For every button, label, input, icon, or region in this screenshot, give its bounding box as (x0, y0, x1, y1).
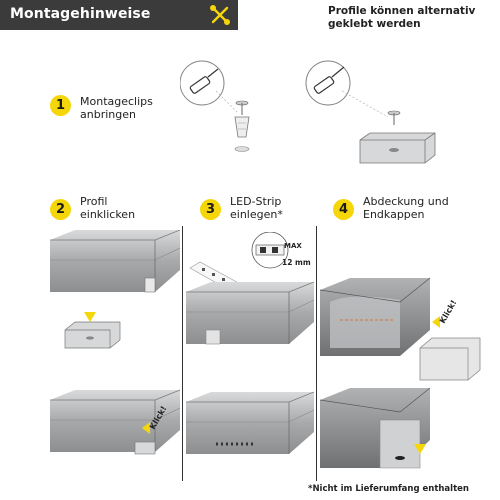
step-4-illustration: Klick! (320, 277, 481, 469)
column-divider-right (316, 226, 317, 481)
aluminium-profile-with-cover (320, 277, 431, 356)
max-label: MAX (284, 242, 302, 250)
klick-indicator-step-4: Klick! (432, 298, 458, 328)
aluminium-profile-strip-inserted (186, 391, 314, 454)
step-4-label: Abdeckung und Endkappen (363, 195, 449, 221)
step-1-label: Montageclips anbringen (80, 95, 153, 121)
adhesive-alternative-illustration (305, 60, 436, 164)
alternative-note-line1: Profile können alternativ (328, 5, 476, 17)
drill-hole (234, 146, 250, 152)
header-title: Montagehinweise (10, 6, 151, 22)
down-arrow-icon-finished (414, 444, 426, 454)
step-3-badge: 3 (200, 199, 221, 220)
step-1-badge: 1 (50, 95, 71, 116)
tools-icon (210, 5, 230, 25)
aluminium-profile-with-strip (186, 281, 314, 345)
aluminium-profile-bottom (50, 389, 180, 455)
max-size-label: 12 mm (282, 258, 311, 267)
step-4-label-line2: Endkappen (363, 208, 425, 221)
aluminium-profile-top (50, 230, 180, 293)
screw-icon (235, 100, 249, 115)
step-2-badge: 2 (50, 199, 71, 220)
footnote: *Nicht im Lieferumfang enthalten (308, 484, 469, 494)
led-strip-magnifier: MAX 12 mm (251, 232, 311, 269)
screwdriver-circle (180, 60, 225, 106)
step-3-illustration: MAX 12 mm (186, 232, 314, 454)
alternative-note-line2: geklebt werden (328, 18, 421, 30)
screw-icon-alt (387, 110, 401, 125)
step-1-label-line1: Montageclips (80, 95, 153, 108)
step-1-label-line2: anbringen (80, 108, 136, 121)
step-2-illustration: Klick! (50, 230, 180, 455)
step-3-label: LED-Strip einlegen* (230, 195, 283, 221)
step-3-label-line1: LED-Strip (230, 195, 282, 208)
mounting-clip (64, 321, 121, 349)
end-cap (419, 337, 481, 381)
step-1-illustration (180, 60, 250, 152)
header-bar: Montagehinweise (0, 0, 238, 30)
aluminium-profile-finished (320, 387, 431, 469)
screwdriver-circle-alt (305, 60, 351, 106)
alternative-note: Profile können alternativ geklebt werden (328, 5, 498, 31)
mounting-clip-icon (359, 132, 436, 164)
step-3-label-line2: einlegen* (230, 208, 283, 221)
step-2-label: Profil einklicken (80, 195, 135, 221)
down-arrow-icon (84, 312, 96, 322)
wall-plug-icon (234, 116, 250, 138)
step-4-label-line1: Abdeckung und (363, 195, 449, 208)
column-divider-left (182, 226, 183, 481)
step-2-label-line1: Profil (80, 195, 108, 208)
screwdriver-icon (189, 68, 219, 94)
step-2-label-line2: einklicken (80, 208, 136, 221)
screwdriver-icon-alt (313, 66, 345, 94)
klick-label-step-4: Klick! (438, 298, 458, 325)
step-4-badge: 4 (333, 199, 354, 220)
